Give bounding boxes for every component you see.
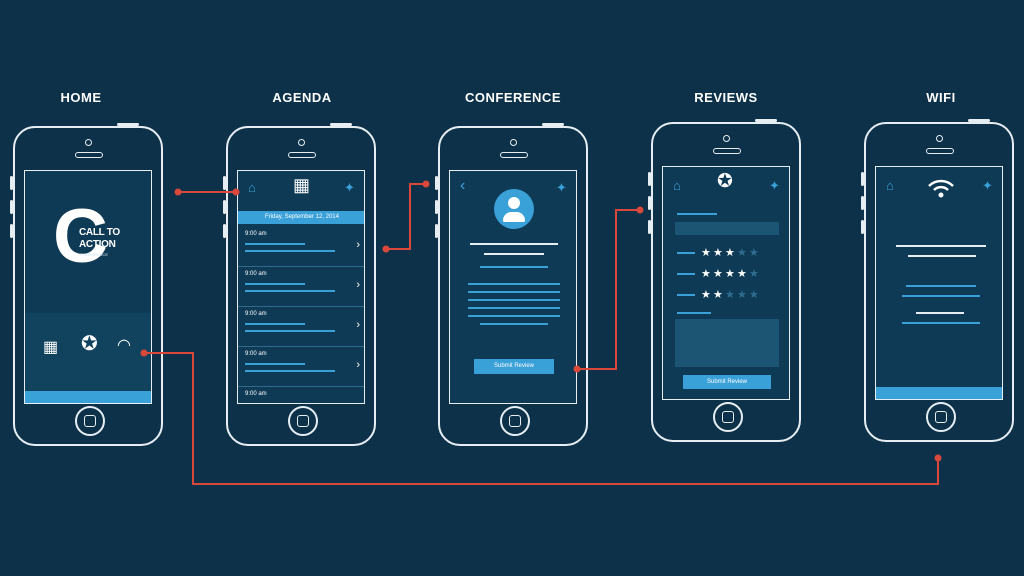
agenda-screen: ⌂ ▦ ✦ Friday, September 12, 2014 9:00 am…: [237, 170, 365, 404]
call-to-action-logo: C CALL TO ACTION CONFERENCE: [53, 194, 120, 279]
phone-agenda: ⌂ ▦ ✦ Friday, September 12, 2014 9:00 am…: [223, 123, 376, 446]
star-empty-icon[interactable]: ★: [749, 289, 759, 301]
label-wifi: WIFI: [926, 90, 956, 105]
connector-agenda-conference: [386, 183, 426, 250]
review-badge-icon[interactable]: ✪: [81, 333, 98, 355]
star-filled-icon[interactable]: ★: [713, 247, 723, 259]
twitter-icon[interactable]: ✦: [982, 178, 993, 193]
star-empty-icon[interactable]: ★: [725, 289, 735, 301]
star-filled-icon[interactable]: ★: [713, 289, 723, 301]
submit-review-button[interactable]: Submit Review: [474, 359, 554, 374]
chevron-right-icon: ›: [356, 319, 360, 331]
home-button[interactable]: [75, 406, 105, 436]
wifi-bottom-bar: [876, 387, 1002, 399]
star-filled-icon[interactable]: ★: [701, 289, 711, 301]
wifi-icon: [926, 177, 956, 199]
star-filled-icon[interactable]: ★: [701, 268, 711, 280]
phone-conference: ‹ ✦ Submit Review: [435, 123, 588, 446]
reviews-screen: ⌂ ✪ ✦ ★★★★★★★★★★★★★★★ Submit Review: [662, 166, 790, 400]
label-conference: CONFERENCE: [464, 90, 561, 105]
chevron-right-icon: ›: [356, 359, 360, 371]
home-bottom-bar: [25, 391, 151, 403]
home-icon[interactable]: ⌂: [886, 178, 894, 193]
star-empty-icon[interactable]: ★: [749, 247, 759, 259]
twitter-icon[interactable]: ✦: [556, 180, 567, 195]
back-chevron-icon[interactable]: ‹: [460, 177, 466, 194]
label-agenda: AGENDA: [272, 90, 332, 105]
home-screen: C CALL TO ACTION CONFERENCE ▦ ✪ ◠: [24, 170, 152, 404]
submit-review-button[interactable]: Submit Review: [683, 375, 771, 389]
chevron-right-icon: ›: [356, 279, 360, 291]
chevron-right-icon: ›: [356, 239, 360, 251]
review-badge-icon: ✪: [717, 171, 733, 192]
star-filled-icon[interactable]: ★: [701, 247, 711, 259]
home-menu-panel: ▦ ✪ ◠: [25, 313, 151, 391]
review-title-field[interactable]: [675, 222, 779, 235]
home-icon[interactable]: ⌂: [248, 180, 256, 195]
twitter-icon[interactable]: ✦: [769, 178, 780, 193]
avatar: [494, 189, 534, 229]
calendar-icon: ▦: [293, 175, 311, 195]
wifi-icon[interactable]: ◠: [117, 337, 131, 354]
star-filled-icon[interactable]: ★: [713, 268, 723, 280]
list-item[interactable]: 9:00 am ›: [238, 307, 364, 347]
rating-row[interactable]: ★★★★★: [677, 289, 781, 301]
home-icon[interactable]: ⌂: [673, 178, 681, 193]
conference-screen: ‹ ✦ Submit Review: [449, 170, 577, 404]
list-item[interactable]: 9:00 am ›: [238, 347, 364, 387]
star-empty-icon[interactable]: ★: [737, 289, 747, 301]
agenda-list: 9:00 am › 9:00 am › 9:00 am › 9:00 am › …: [238, 227, 364, 403]
star-empty-icon[interactable]: ★: [737, 247, 747, 259]
rating-row[interactable]: ★★★★★: [677, 268, 781, 280]
list-item[interactable]: 9:00 am ›: [238, 227, 364, 267]
home-button[interactable]: [713, 402, 743, 432]
star-filled-icon[interactable]: ★: [725, 268, 735, 280]
agenda-date-bar: Friday, September 12, 2014: [238, 211, 364, 224]
list-item[interactable]: 9:00 am ›: [238, 267, 364, 307]
review-text-area[interactable]: [675, 319, 779, 367]
twitter-icon[interactable]: ✦: [344, 180, 355, 195]
phone-reviews: ⌂ ✪ ✦ ★★★★★★★★★★★★★★★ Submit Review: [648, 119, 801, 442]
star-filled-icon[interactable]: ★: [737, 268, 747, 280]
label-home: HOME: [60, 90, 102, 105]
label-reviews: REVIEWS: [694, 90, 758, 105]
star-empty-icon[interactable]: ★: [749, 268, 759, 280]
phone-wifi: ⌂ ✦: [861, 119, 1014, 442]
home-button[interactable]: [926, 402, 956, 432]
star-filled-icon[interactable]: ★: [725, 247, 735, 259]
calendar-icon[interactable]: ▦: [43, 339, 59, 356]
home-button[interactable]: [288, 406, 318, 436]
wifi-screen: ⌂ ✦: [875, 166, 1003, 400]
list-item[interactable]: 9:00 am: [238, 387, 364, 403]
rating-row[interactable]: ★★★★★: [677, 247, 781, 259]
phone-home: C CALL TO ACTION CONFERENCE ▦ ✪ ◠: [10, 123, 163, 446]
home-button[interactable]: [500, 406, 530, 436]
